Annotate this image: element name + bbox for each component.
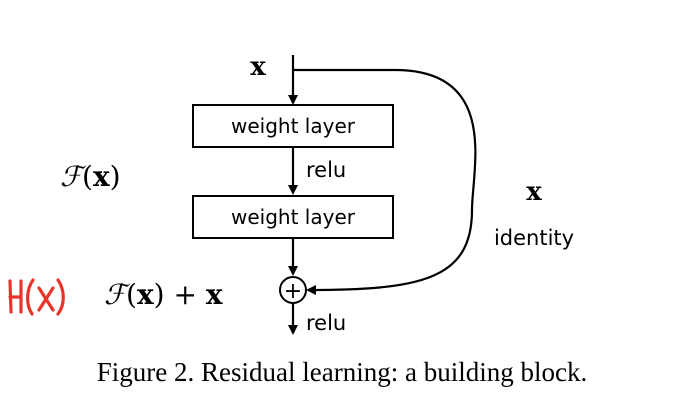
weight-layer-1: weight layer — [192, 104, 394, 148]
relu-label-1: relu — [306, 158, 346, 182]
relu-label-2: relu — [306, 311, 346, 335]
input-x-label: x — [250, 52, 266, 82]
identity-label: identity — [494, 226, 574, 250]
weight-layer-2: weight layer — [192, 195, 394, 239]
weight-layer-1-label: weight layer — [231, 114, 356, 138]
output-expression-label: ℱ(x) + x — [104, 278, 223, 311]
add-node: + — [279, 276, 307, 304]
identity-x-label: x — [526, 177, 542, 207]
weight-layer-2-label: weight layer — [231, 205, 356, 229]
handwritten-annotation — [8, 278, 65, 316]
residual-function-label: ℱ(x) — [60, 160, 121, 193]
figure-caption: Figure 2. Residual learning: a building … — [97, 357, 587, 387]
identity-shortcut-arrow — [293, 68, 477, 295]
add-symbol: + — [284, 279, 302, 304]
